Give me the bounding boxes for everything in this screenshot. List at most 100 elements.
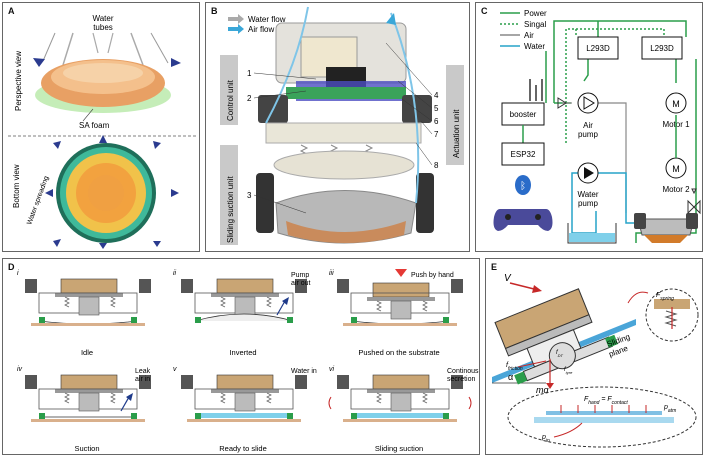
flow-arrow-icon bbox=[282, 297, 289, 305]
alpha-label: α bbox=[508, 372, 513, 382]
water-tubes-label-2: tubes bbox=[93, 23, 113, 32]
f-dt-label: fDT bbox=[556, 350, 564, 358]
esp32-label: ESP32 bbox=[511, 150, 536, 159]
svg-text:ᛒ: ᛒ bbox=[520, 181, 526, 192]
step-note: Leak bbox=[135, 368, 151, 375]
step-number: iv bbox=[17, 366, 23, 373]
panel-b-label: B bbox=[211, 6, 218, 16]
step-number: i bbox=[17, 270, 19, 277]
svg-text:M: M bbox=[672, 99, 680, 109]
step-number: ii bbox=[173, 270, 177, 277]
legend-air-flow: Air flow bbox=[248, 25, 274, 34]
p-atm-label: patm bbox=[663, 404, 676, 414]
air-pump-label-1: Air bbox=[583, 121, 593, 130]
panel-c-figure: Power Singal Air Water bbox=[493, 9, 701, 244]
motor-1-icon bbox=[665, 92, 687, 114]
step-note: Continous bbox=[447, 368, 479, 375]
f-spring-label: Fspring bbox=[656, 292, 674, 302]
component-numbers: 1 2 3 4 5 6 7 8 bbox=[247, 42, 439, 214]
air-flow-arrow-icon bbox=[228, 24, 244, 34]
water-flow-arrow-icon bbox=[228, 14, 244, 24]
motor-2-label: Motor 2 bbox=[662, 185, 690, 194]
l293d-2-label: L293D bbox=[650, 44, 674, 53]
step-caption: Suction bbox=[74, 444, 99, 453]
step-number: vi bbox=[329, 366, 335, 373]
circuit-legend: Power Singal Air Water bbox=[500, 9, 547, 51]
legend-water-flow: Water flow bbox=[248, 15, 286, 24]
bottom-view-label: Bottom view bbox=[12, 164, 21, 208]
svg-text:7: 7 bbox=[434, 130, 439, 139]
step-v: v Water in Ready to slide bbox=[173, 366, 317, 453]
panel-c: C Power Singal Air Water bbox=[475, 2, 703, 252]
f-friction-label: ffriction bbox=[506, 362, 523, 372]
step-caption: Sliding suction bbox=[375, 444, 423, 453]
step-note: air out bbox=[291, 280, 311, 287]
water-spreading-label: Water spreading bbox=[26, 175, 50, 226]
svg-text:Water: Water bbox=[524, 42, 545, 51]
svg-text:Air: Air bbox=[524, 31, 534, 40]
robot-mini-icon bbox=[634, 213, 698, 243]
panel-e-label: E bbox=[491, 262, 498, 272]
gamepad-icon bbox=[493, 209, 553, 231]
panel-d-label: D bbox=[8, 262, 15, 272]
panel-a-label: A bbox=[8, 6, 15, 16]
step-caption: Inverted bbox=[229, 348, 256, 357]
step-note: air in bbox=[135, 376, 150, 383]
step-number: v bbox=[173, 366, 177, 373]
step-note: secretion bbox=[447, 376, 476, 383]
svg-text:2: 2 bbox=[247, 94, 252, 103]
step-number: iii bbox=[329, 270, 334, 277]
step-note: Water in bbox=[291, 368, 317, 375]
panel-b: B Water flow Air flow Control unit Actua… bbox=[205, 2, 470, 252]
step-caption: Idle bbox=[81, 348, 93, 357]
svg-text:3: 3 bbox=[247, 191, 252, 200]
panel-a-figure: Perspective view Water tubes SA foam Bot… bbox=[8, 14, 196, 249]
water-tubes-label-1: Water bbox=[92, 14, 113, 23]
step-note: Push by hand bbox=[411, 272, 454, 279]
sliding-suction-unit-label: Sliding suction unit bbox=[226, 176, 235, 243]
svg-text:Power: Power bbox=[524, 9, 547, 18]
panel-a: A Perspective view Water tubes SA foam B… bbox=[2, 2, 200, 252]
svg-text:1: 1 bbox=[247, 69, 252, 78]
air-pump-icon bbox=[577, 92, 599, 114]
perspective-view-label: Perspective view bbox=[14, 51, 23, 111]
actuation-unit-label: Actuation unit bbox=[452, 109, 461, 158]
panel-e-figure: α V mg ffriction fDT ftyre Sliding plane… bbox=[492, 273, 699, 448]
bluetooth-icon bbox=[515, 175, 531, 195]
step-caption: Ready to slide bbox=[219, 444, 267, 453]
panel-e: E α V mg ffriction fDT ftyre Sliding pla… bbox=[485, 258, 703, 455]
step-note: Pump bbox=[291, 272, 309, 279]
panel-b-figure: Water flow Air flow Control unit Actuati… bbox=[220, 6, 464, 245]
push-arrow-icon bbox=[395, 269, 407, 277]
p-in-label: pin bbox=[541, 434, 550, 444]
water-container-icon bbox=[567, 223, 617, 244]
water-pump-label-1: Water bbox=[577, 190, 598, 199]
mg-label: mg bbox=[536, 385, 549, 395]
force-balance-eq: Fhand = Fcontact bbox=[584, 396, 628, 406]
f-tyre-label: ftyre bbox=[564, 367, 573, 375]
svg-text:5: 5 bbox=[434, 104, 439, 113]
svg-text:Singal: Singal bbox=[524, 20, 546, 29]
svg-text:6: 6 bbox=[434, 117, 439, 126]
velocity-label: V bbox=[504, 273, 512, 284]
step-caption: Pushed on the substrate bbox=[358, 348, 439, 357]
l293d-1-label: L293D bbox=[586, 44, 610, 53]
booster-label: booster bbox=[510, 110, 537, 119]
control-unit-label: Control unit bbox=[226, 79, 235, 121]
water-pump-label-2: pump bbox=[578, 199, 599, 208]
panel-c-label: C bbox=[481, 6, 488, 16]
svg-text:8: 8 bbox=[434, 161, 439, 170]
svg-text:4: 4 bbox=[434, 91, 439, 100]
flow-arrow-icon bbox=[126, 393, 133, 401]
svg-text:M: M bbox=[672, 164, 680, 174]
sa-foam-label: SA foam bbox=[79, 121, 110, 130]
air-pump-label-2: pump bbox=[578, 130, 599, 139]
water-spreading-arrows bbox=[45, 135, 179, 249]
